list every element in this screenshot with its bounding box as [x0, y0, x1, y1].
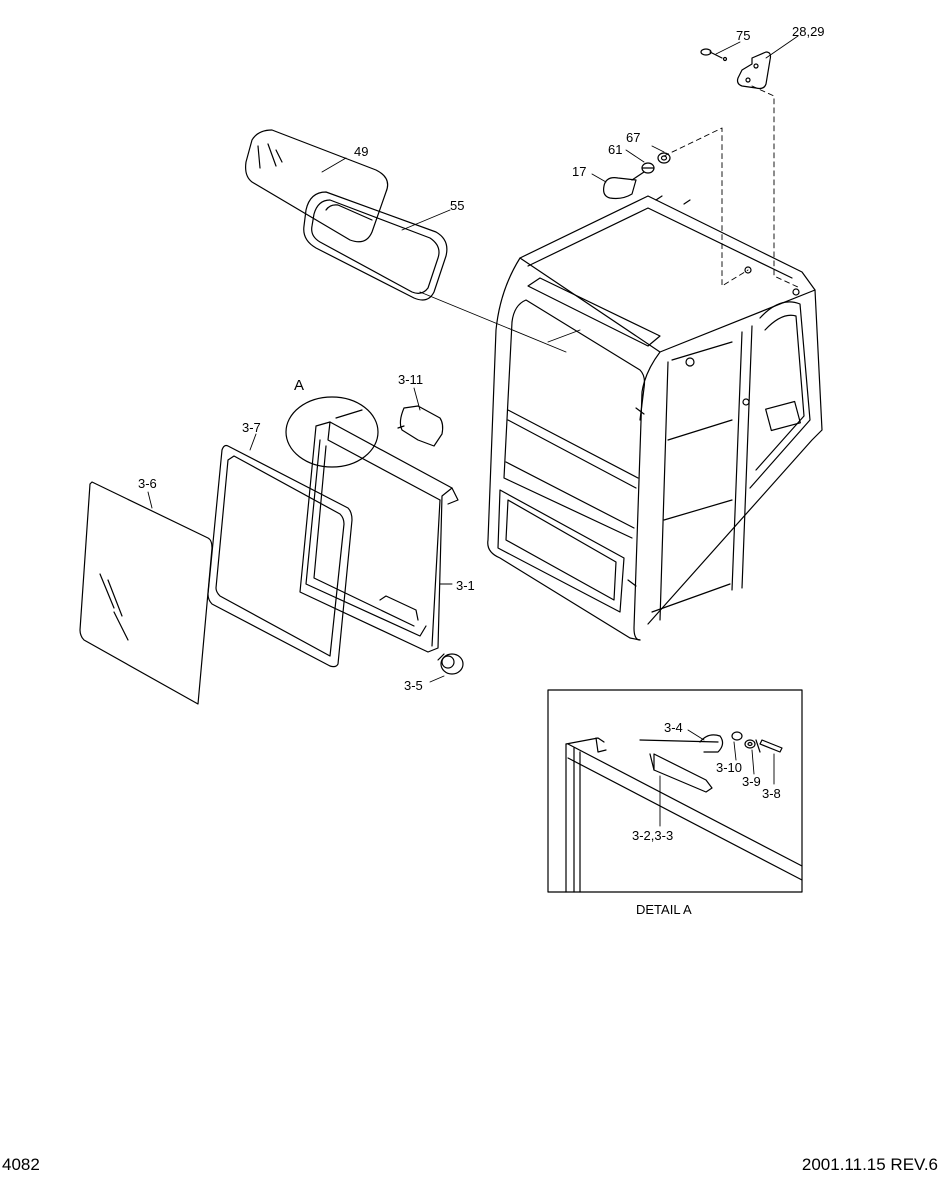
- detail-caption: DETAIL A: [636, 902, 692, 917]
- glass-3-6: [79, 481, 213, 705]
- label-3-1: 3-1: [456, 578, 475, 593]
- label-3-5: 3-5: [404, 678, 423, 693]
- label-61: 61: [608, 142, 622, 157]
- label-55: 55: [450, 198, 464, 213]
- detail-circle: [285, 396, 379, 468]
- revision-date: 2001.11.15 REV.6: [801, 1155, 938, 1174]
- label-75: 75: [736, 28, 750, 43]
- label-3-7: 3-7: [242, 420, 261, 435]
- part-labels: 75 28,29 67 61 17 49 55 A 3-11 3-7 3-6 3…: [138, 24, 825, 917]
- hardware-17-61-67: [603, 152, 671, 200]
- label-detail-marker: A: [294, 377, 304, 394]
- label-3-4: 3-4: [664, 720, 683, 735]
- window-frame-3-1: [299, 421, 459, 653]
- label-3-6: 3-6: [138, 476, 157, 491]
- page-number: 4082: [2, 1155, 40, 1174]
- label-3-9: 3-9: [742, 774, 761, 789]
- cab-frame: [487, 195, 823, 641]
- part-3-5: [437, 653, 464, 675]
- label-3-11: 3-11: [398, 372, 423, 387]
- label-3-10: 3-10: [716, 760, 742, 775]
- label-3-8: 3-8: [762, 786, 781, 801]
- leader-lines: [147, 35, 801, 683]
- part-3-11: [397, 405, 444, 447]
- label-28-29: 28,29: [792, 24, 825, 39]
- label-3-2-3-3: 3-2,3-3: [632, 828, 673, 843]
- label-67: 67: [626, 130, 640, 145]
- label-49: 49: [354, 144, 368, 159]
- seal-3-7: [207, 444, 353, 668]
- label-17: 17: [572, 164, 586, 179]
- bracket-28-29: [700, 48, 772, 90]
- detail-circle-bolt: [335, 409, 363, 419]
- roof-seal-55: [303, 191, 448, 301]
- detail-a-box: [547, 689, 803, 893]
- roof-glass-49: [245, 129, 389, 243]
